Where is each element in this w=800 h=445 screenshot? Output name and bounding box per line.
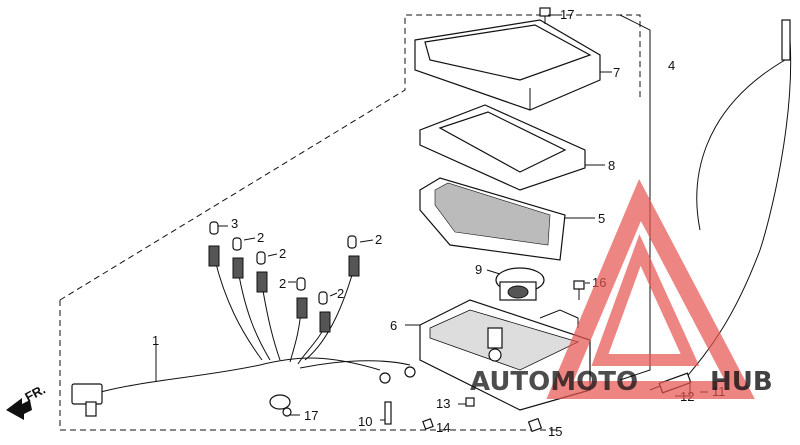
bulb-socket (208, 221, 220, 267)
screw-15-part (527, 417, 543, 433)
callout-13: 13 (436, 396, 450, 411)
stay-part (539, 309, 579, 328)
callout-17: 17 (304, 408, 318, 423)
cable-end-top (781, 19, 791, 61)
bulb-socket (232, 237, 244, 279)
callout-2: 2 (257, 230, 264, 245)
clamp-part (269, 394, 292, 417)
wire-harness-part (71, 259, 416, 417)
callout-9: 9 (475, 262, 482, 277)
callout-6: 6 (390, 318, 397, 333)
lower-case-part (419, 299, 591, 411)
callout-1: 1 (152, 333, 159, 348)
bulb-socket (318, 291, 331, 333)
sensor-part (495, 267, 545, 301)
callout-2: 2 (279, 246, 286, 261)
upper-cover-part (414, 19, 601, 111)
callout-3: 3 (231, 216, 238, 231)
meter-panel-part (419, 177, 566, 261)
bulb-socket (256, 251, 268, 293)
callout-8: 8 (608, 158, 615, 173)
callout-5: 5 (598, 211, 605, 226)
callout-7: 7 (613, 65, 620, 80)
screw-16-part (573, 280, 585, 300)
callout-2: 2 (279, 276, 286, 291)
callout-4: 4 (668, 58, 675, 73)
speedometer-cable (679, 39, 792, 386)
bolt-part (384, 401, 392, 425)
direction-label: FR. (22, 382, 48, 405)
callout-17: 17 (560, 7, 574, 22)
watermark-text-right: HUB (710, 367, 773, 397)
callout-15: 15 (548, 424, 562, 439)
frame-part (419, 104, 586, 191)
callout-2: 2 (375, 232, 382, 247)
screw-14-part (422, 418, 434, 430)
callout-10: 10 (358, 414, 372, 429)
watermark-logo (546, 178, 755, 399)
front-arrow-icon (6, 398, 32, 420)
callout-14: 14 (436, 420, 450, 435)
callout-2: 2 (337, 286, 344, 301)
screw-13-part (465, 397, 475, 407)
cable-loop (696, 59, 786, 231)
assembly-outline-top (59, 14, 641, 301)
bulb-socket (296, 277, 308, 319)
watermark-text-left: AUTOMOTO (470, 367, 638, 397)
assembly-outline (59, 300, 560, 431)
bulb-socket (347, 235, 360, 277)
screw-17-top-part (539, 7, 551, 24)
